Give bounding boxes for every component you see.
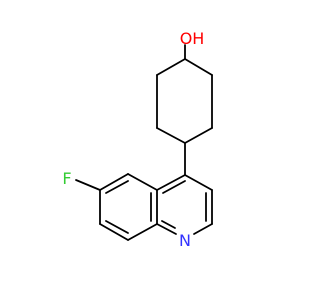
fluorine-label: F — [62, 169, 71, 188]
bond — [156, 127, 186, 144]
bond — [99, 173, 129, 191]
benzene-ring — [99, 173, 158, 241]
cyclohexane-ring — [156, 58, 213, 144]
bond — [156, 223, 177, 235]
bond-double-inner — [105, 180, 129, 194]
molecule-structure-diagram: OH F N — [62, 29, 213, 250]
bond-double-inner — [161, 220, 176, 229]
bond — [156, 58, 186, 76]
bond — [99, 223, 129, 241]
bond — [193, 223, 213, 235]
bond — [156, 174, 186, 191]
bond — [184, 58, 213, 76]
bond — [184, 174, 213, 191]
bond-c-f — [75, 179, 101, 191]
nitrogen-label: N — [179, 231, 191, 250]
bond — [184, 127, 213, 144]
bond-double-inner — [105, 220, 129, 234]
pyridine-ring — [156, 174, 213, 235]
bond — [127, 173, 158, 191]
bond-double-inner — [162, 180, 186, 194]
hydroxyl-label: OH — [180, 29, 205, 48]
bond — [127, 223, 158, 241]
